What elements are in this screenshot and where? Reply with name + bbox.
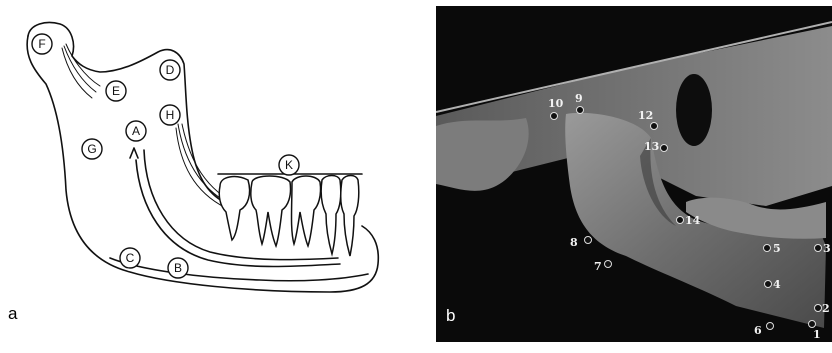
landmark-10: [551, 113, 558, 120]
lingula-mark: [130, 148, 138, 158]
landmark-label-C: C: [126, 251, 135, 265]
landmark-1: [809, 321, 816, 328]
landmark-14: [677, 217, 684, 224]
landmark-label-13: 13: [644, 140, 659, 153]
landmark-6: [767, 323, 774, 330]
panel-label-b: b: [446, 306, 455, 326]
landmark-label-4: 4: [773, 278, 781, 291]
mandible-3d-render: 10 9 12 13 14 8 7 5 3 4 2 6 1: [436, 6, 832, 342]
left-fragments: [436, 118, 529, 191]
landmark-labels-a: F E D H A G K C B: [38, 37, 293, 275]
landmark-8: [585, 237, 592, 244]
landmark-2: [815, 305, 822, 312]
landmark-label-8: 8: [570, 236, 578, 249]
landmark-label-1: 1: [813, 328, 821, 341]
panel-a-mandible-drawing: F E D H A G K C B a: [0, 0, 420, 348]
orbital-cavity: [676, 74, 712, 146]
landmark-label-3: 3: [823, 242, 831, 255]
landmark-label-D: D: [166, 63, 175, 77]
landmark-label-10: 10: [548, 97, 564, 110]
mandible-outline: [27, 36, 378, 292]
landmark-label-B: B: [174, 261, 182, 275]
tooth-premolar-2: [321, 176, 341, 255]
landmark-label-H: H: [166, 108, 175, 122]
landmark-5: [764, 245, 771, 252]
tooth-premolar-1: [341, 176, 359, 257]
panel-label-a: a: [8, 304, 17, 324]
tooth-molar-1: [292, 176, 321, 246]
landmark-label-7: 7: [594, 260, 602, 273]
landmark-7: [605, 261, 612, 268]
landmark-label-E: E: [112, 84, 120, 98]
landmark-label-6: 6: [754, 324, 762, 337]
landmark-label-K: K: [285, 158, 293, 172]
landmark-label-G: G: [87, 142, 96, 156]
landmark-label-F: F: [38, 37, 45, 51]
landmark-9: [577, 107, 584, 114]
landmark-12: [651, 123, 658, 130]
landmark-label-A: A: [132, 124, 140, 138]
landmark-label-14: 14: [685, 214, 701, 227]
landmark-3: [815, 245, 822, 252]
panel-b-3d-render: 10 9 12 13 14 8 7 5 3 4 2 6 1 b: [436, 6, 832, 342]
landmark-4: [765, 281, 772, 288]
landmark-13: [661, 145, 668, 152]
landmark-label-5: 5: [773, 242, 781, 255]
tooth-molar-2: [251, 176, 291, 246]
landmark-label-9: 9: [575, 92, 583, 105]
landmark-label-2: 2: [822, 302, 830, 315]
mandible-line-drawing: F E D H A G K C B: [0, 0, 420, 348]
teeth-group: [219, 176, 359, 257]
tooth-molar-3: [219, 177, 249, 240]
landmark-label-12: 12: [638, 109, 653, 122]
